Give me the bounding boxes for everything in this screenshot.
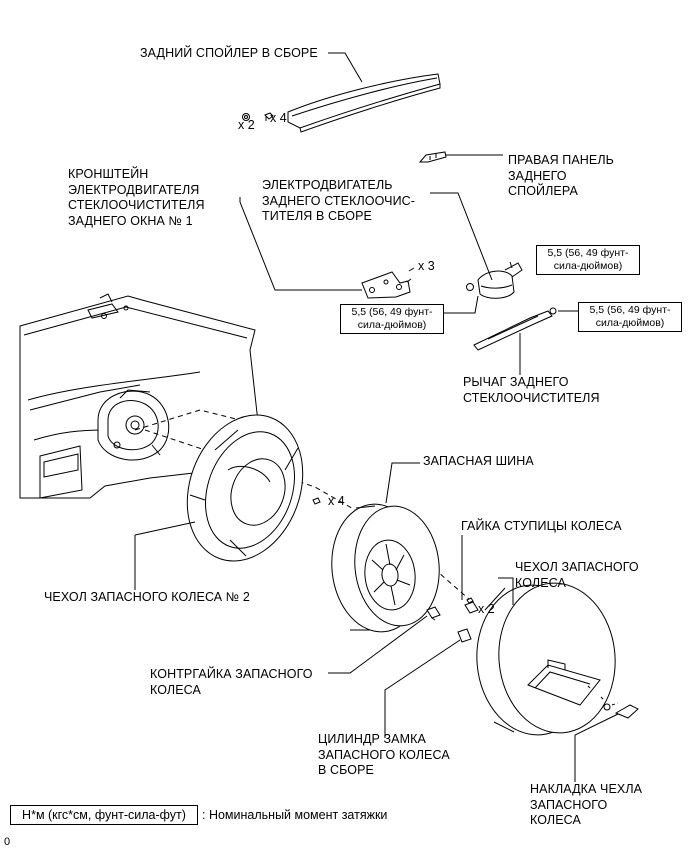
label-lock-nut: КОНТРГАЙКА ЗАПАСНОГО КОЛЕСА <box>150 667 313 697</box>
label-rear-spoiler: ЗАДНИЙ СПОЙЛЕР В СБОРЕ <box>140 46 318 60</box>
wiper-arm-part <box>473 310 553 351</box>
qty-hub-nut: x 2 <box>478 602 495 616</box>
leader-wiper-motor <box>430 192 493 281</box>
label-spare-tire: ЗАПАСНАЯ ШИНА <box>423 454 534 468</box>
leader-lock-nut <box>328 615 428 674</box>
qty-spoiler-nut: x 2 <box>238 118 255 132</box>
back-door-part <box>19 293 261 499</box>
rear-spoiler-part <box>287 73 441 133</box>
torque-arm-nut: 5,5 (56, 49 фунт- сила-дюймов) <box>578 302 682 332</box>
torque-motor-lower: 5,5 (56, 49 фунт- сила-дюймов) <box>340 304 444 334</box>
torque-unit-legend-box: Н*м (кгс*см, фунт-сила-фут) <box>10 805 198 825</box>
spare-cover-no2-part <box>186 414 304 562</box>
wiper-motor-part <box>466 262 523 299</box>
label-lock-cylinder: ЦИЛИНДР ЗАМКА ЗАПАСНОГО КОЛЕСА В СБОРЕ <box>318 732 450 777</box>
label-wiper-motor-bracket: КРОНШТЕЙН ЭЛЕКТРОДВИГАТЕЛЯ СТЕКЛООЧИСТИТ… <box>68 167 205 228</box>
label-spare-cover: ЧЕХОЛ ЗАПАСНОГО КОЛЕСА <box>515 560 639 590</box>
label-wiper-motor: ЭЛЕКТРОДВИГАТЕЛЬ ЗАДНЕГО СТЕКЛООЧИС- ТИТ… <box>262 178 416 223</box>
leader-spare-cover <box>498 577 514 605</box>
leader-cover-plate <box>574 713 619 782</box>
label-wiper-arm: РЫЧАГ ЗАДНЕГО СТЕКЛООЧИСТИТЕЛЯ <box>463 375 600 405</box>
corner-mark: 0 <box>4 836 11 848</box>
wiper-bracket-part <box>361 271 411 299</box>
qty-spoiler-clip: x 4 <box>270 111 287 125</box>
torque-motor-upper: 5,5 (56, 49 фунт- сила-дюймов) <box>536 245 640 275</box>
label-cover-plate: НАКЛАДКА ЧЕХЛА ЗАПАСНОГО КОЛЕСА <box>530 782 643 827</box>
label-hub-nut: ГАЙКА СТУПИЦЫ КОЛЕСА <box>461 519 622 533</box>
qty-cover-bolt: x 4 <box>328 494 345 508</box>
label-spare-cover-no2: ЧЕХОЛ ЗАПАСНОГО КОЛЕСА № 2 <box>44 590 250 604</box>
label-right-spoiler-panel: ПРАВАЯ ПАНЕЛЬ ЗАДНЕГО СПОЙЛЕРА <box>508 153 614 198</box>
spare-tire-part <box>331 503 440 633</box>
leader-spare-tire <box>385 462 420 504</box>
leader-torque-motor-lower <box>433 295 479 314</box>
torque-legend-description: : Номинальный момент затяжки <box>202 808 388 822</box>
qty-bracket-bolt: x 3 <box>418 259 435 273</box>
leader-bracket <box>239 197 362 291</box>
spare-cover-part <box>476 582 616 736</box>
leader-lock-cylinder <box>384 639 461 738</box>
leader-rear-spoiler <box>328 52 363 83</box>
